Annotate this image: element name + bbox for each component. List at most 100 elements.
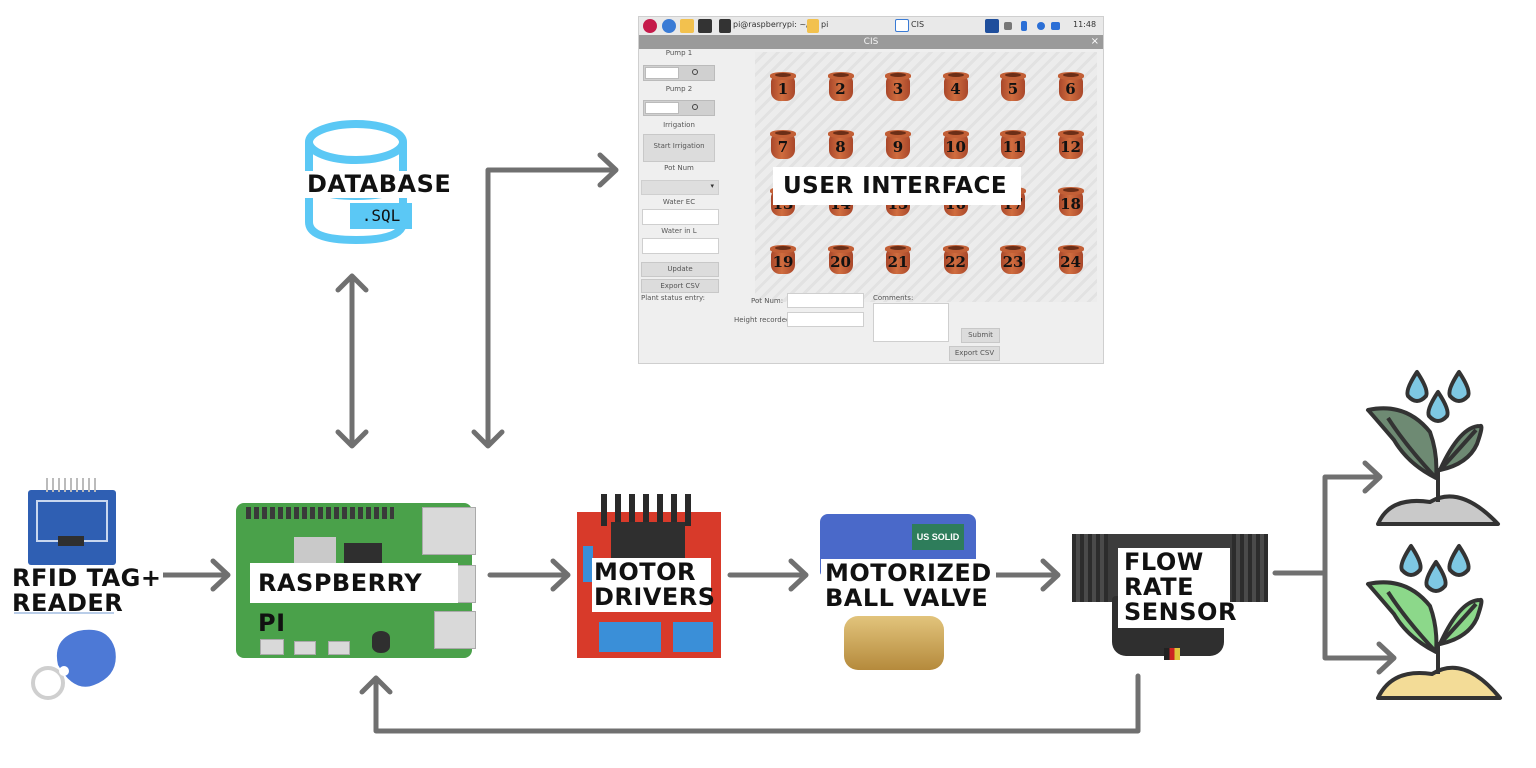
close-icon[interactable]: × xyxy=(1090,36,1099,47)
comments-textarea[interactable] xyxy=(873,303,949,342)
pump2-label: Pump 2 xyxy=(665,85,693,93)
rfid-tag-icon xyxy=(31,629,116,700)
pot-number: 24 xyxy=(1060,252,1081,271)
thread-right xyxy=(1232,534,1268,602)
raspberry-menu-icon[interactable] xyxy=(643,19,657,33)
submit-button[interactable]: Submit xyxy=(961,328,1000,343)
height-recorded-label: Height recorded: xyxy=(734,316,793,324)
hdmi-port-2 xyxy=(328,641,350,655)
pot-number: 12 xyxy=(1060,137,1081,156)
pump2-toggle[interactable] xyxy=(643,100,715,116)
pot-button[interactable]: 12 xyxy=(1057,129,1084,160)
terminal-task-title[interactable]: pi@raspberrypi: ~/I... xyxy=(733,20,819,29)
pot-button[interactable]: 18 xyxy=(1057,187,1084,217)
pot-body xyxy=(1001,76,1025,101)
pot-button[interactable]: 8 xyxy=(827,129,854,160)
pot-soil xyxy=(890,130,906,135)
water-l-label: Water in L xyxy=(661,227,697,235)
water-ec-label: Water EC xyxy=(662,198,696,206)
usb-port-bottom xyxy=(434,611,476,649)
folder-icon[interactable] xyxy=(680,19,694,33)
bluetooth-icon[interactable] xyxy=(1021,21,1027,31)
pot-soil xyxy=(775,245,791,250)
pot-button[interactable]: 11 xyxy=(1000,129,1026,160)
pot-num-select[interactable]: ▾ xyxy=(641,180,719,195)
hdmi-port-1 xyxy=(294,641,316,655)
pot-soil xyxy=(775,130,791,135)
form-pot-num-input[interactable] xyxy=(787,293,864,308)
flow-rate-sensor-label: FLOW RATE SENSOR xyxy=(1118,548,1237,628)
wifi-icon[interactable] xyxy=(1037,22,1045,30)
pot-number: 2 xyxy=(835,80,846,98)
pot-body xyxy=(828,133,853,159)
pot-button[interactable]: 4 xyxy=(942,72,969,102)
eject-icon[interactable] xyxy=(1004,22,1012,30)
volume-icon[interactable] xyxy=(1051,22,1060,30)
pot-body xyxy=(886,248,910,274)
valve-brand-badge: US SOLID xyxy=(912,524,964,550)
pot-number: 21 xyxy=(887,252,909,271)
pot-body xyxy=(1001,248,1025,274)
header-pins xyxy=(46,478,98,492)
pot-soil xyxy=(1005,245,1021,250)
terminal-block-side xyxy=(583,546,593,582)
pot-button[interactable]: 21 xyxy=(885,244,911,275)
terminal-icon[interactable] xyxy=(698,19,712,33)
arrow-feedback xyxy=(359,673,1141,734)
ball-valve-label: MOTORIZED BALL VALVE xyxy=(821,559,996,614)
clock: 11:48 xyxy=(1073,20,1097,29)
pot-button[interactable]: 24 xyxy=(1057,244,1084,275)
folder-task-title[interactable]: pi xyxy=(821,20,829,29)
pot-body xyxy=(1058,133,1083,159)
folder-task-icon xyxy=(807,19,819,33)
irrigation-label: Irrigation xyxy=(663,121,695,129)
pot-number: 9 xyxy=(892,137,904,156)
plant-icon-bottom xyxy=(1366,544,1502,700)
pot-soil xyxy=(890,245,906,250)
export-csv-button[interactable]: Export CSV xyxy=(641,279,719,293)
pot-number: 22 xyxy=(945,252,966,271)
pot-number: 4 xyxy=(950,80,961,98)
pot-number: 23 xyxy=(1002,252,1024,271)
pot-button[interactable]: 10 xyxy=(942,129,969,160)
cis-task-title[interactable]: CIS xyxy=(911,20,925,29)
flow-label-line1: FLOW xyxy=(1124,548,1204,576)
flow-label-line2: RATE xyxy=(1124,573,1194,602)
browser-icon[interactable] xyxy=(662,19,676,33)
pot-number: 6 xyxy=(1065,80,1076,98)
pot-button[interactable]: 2 xyxy=(827,72,854,102)
driver-chip xyxy=(611,522,685,562)
pot-number: 10 xyxy=(945,137,966,156)
pot-button[interactable]: 5 xyxy=(1000,72,1026,102)
pot-button[interactable]: 7 xyxy=(770,129,796,160)
form-pot-num-label: Pot Num: xyxy=(751,297,784,305)
water-l-input[interactable] xyxy=(642,238,719,254)
pot-button[interactable]: 9 xyxy=(885,129,911,160)
pot-soil xyxy=(832,245,849,250)
pot-button[interactable]: 1 xyxy=(770,72,796,102)
pot-button[interactable]: 20 xyxy=(827,244,854,275)
pot-number: 1 xyxy=(777,80,789,98)
pot-number: 3 xyxy=(892,80,904,98)
start-irrigation-button[interactable]: Start Irrigation xyxy=(643,134,715,162)
pot-number: 11 xyxy=(1002,137,1024,156)
pot-button[interactable]: 22 xyxy=(942,244,969,275)
water-ec-input[interactable] xyxy=(642,209,719,225)
form-export-csv-button[interactable]: Export CSV xyxy=(949,346,1000,361)
pot-button[interactable]: 6 xyxy=(1057,72,1084,102)
pot-number: 19 xyxy=(772,252,794,271)
pot-button[interactable]: 23 xyxy=(1000,244,1026,275)
vnc-icon[interactable] xyxy=(985,19,999,33)
update-button[interactable]: Update xyxy=(641,262,719,277)
pot-button[interactable]: 3 xyxy=(885,72,911,102)
pot-button[interactable]: 19 xyxy=(770,244,796,275)
flow-label-line3: SENSOR xyxy=(1124,598,1237,627)
motor-label-line1: MOTOR xyxy=(594,558,697,586)
pump1-toggle[interactable] xyxy=(643,65,715,81)
height-recorded-input[interactable] xyxy=(787,312,864,327)
rfid-reader-board xyxy=(28,478,116,565)
terminal-block-left xyxy=(599,622,661,652)
user-interface-label: USER INTERFACE xyxy=(773,167,1021,205)
plant-icon-top xyxy=(1366,370,1500,526)
